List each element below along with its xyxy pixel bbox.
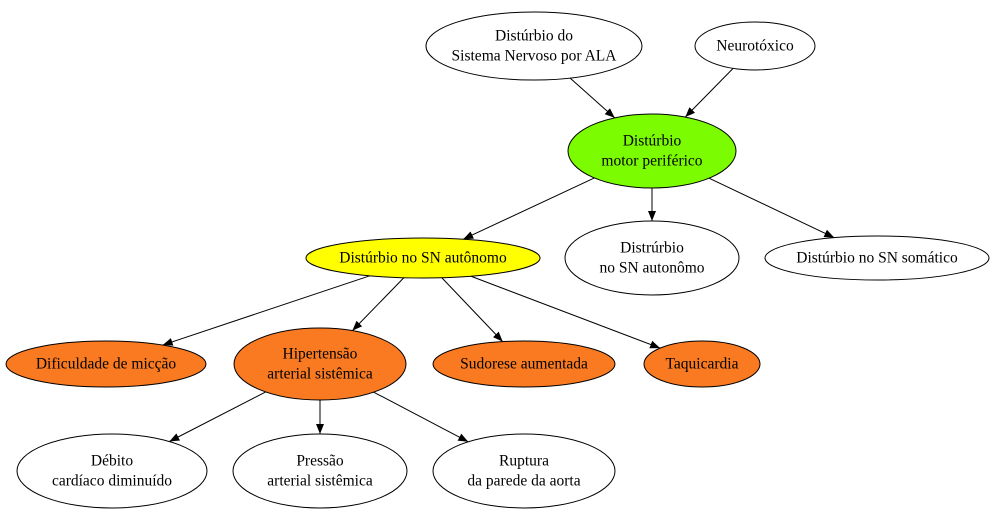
node-label: Sudorese aumentada [460, 356, 588, 373]
node-label: arterial sistêmica [267, 473, 373, 490]
node-label: Dificuldade de micção [36, 356, 177, 373]
node-shape [764, 235, 990, 281]
node-shape [643, 340, 761, 388]
node-neurotoxico: Neurotóxico [694, 21, 816, 71]
edge-neurotoxico-to-motor_periferico [684, 67, 734, 118]
edge-motor_periferico-to-sn_autonomo [462, 177, 595, 240]
node-debito: Débito cardíaco diminuído [16, 433, 208, 509]
edge-motor_periferico-to-sn_somatico [708, 177, 835, 239]
node-shape [232, 433, 408, 509]
node-hipertensao: Hipertensão arterial sistêmica [233, 327, 407, 401]
node-pressao: Pressão arterial sistêmica [232, 433, 408, 509]
edge-sn_autonomo-to-sudorese [441, 277, 504, 342]
node-shape [425, 11, 643, 81]
edge-hipertensao-to-ruptura [373, 391, 469, 443]
node-label: Débito [91, 453, 133, 470]
node-shape [432, 340, 616, 388]
node-label: Distúrbio [623, 133, 682, 150]
node-diff-miccao: Dificuldade de micção [5, 340, 207, 388]
node-distrurbio-autonomo: Distrúrbio no SN autonômo [564, 220, 740, 296]
node-label: Pressão [296, 453, 344, 470]
node-label: da parede da aorta [467, 473, 580, 490]
node-label: cardíaco diminuído [52, 473, 172, 490]
node-shape [432, 433, 616, 509]
edge-disturbio_ala-to-motor_periferico [569, 77, 616, 119]
node-sudorese: Sudorese aumentada [432, 340, 616, 388]
node-shape [305, 237, 541, 279]
node-shape [233, 327, 407, 401]
node-label: Distúrbio no SN autônomo [339, 250, 507, 267]
node-disturbio-ala: Distúrbio do Sistema Nervoso por ALA [425, 11, 643, 81]
edge-hipertensao-to-debito [169, 391, 266, 442]
edge-sn_autonomo-to-taquicardia [470, 275, 661, 349]
nodes-layer: Distúrbio do Sistema Nervoso por ALA Neuro… [5, 11, 990, 509]
edge-sn_autonomo-to-hipertensao [352, 277, 405, 332]
node-taquicardia: Taquicardia [643, 340, 761, 388]
node-label: Hipertensão [283, 346, 358, 363]
node-label: arterial sistêmica [267, 366, 373, 383]
node-sn-autonomo: Distúrbio no SN autônomo [305, 237, 541, 279]
node-label: Neurotóxico [716, 38, 794, 55]
edge-sn_autonomo-to-diff_miccao [162, 275, 370, 346]
node-label: motor periférico [601, 153, 702, 170]
node-shape [5, 340, 207, 388]
node-label: Distúrbio do [495, 28, 573, 45]
edges-layer [162, 67, 835, 443]
node-motor-periferico: Distúrbio motor periférico [567, 113, 737, 189]
node-label: no SN autonômo [599, 260, 704, 277]
node-label: Sistema Nervoso por ALA [452, 48, 618, 65]
node-sn-somatico: Distúrbio no SN somático [764, 235, 990, 281]
node-label: Taquicardia [666, 356, 739, 373]
node-shape [16, 433, 208, 509]
node-label: Distrúrbio [620, 240, 684, 257]
node-label: Ruptura [499, 453, 549, 470]
node-shape [564, 220, 740, 296]
node-shape [567, 113, 737, 189]
node-label: Distúrbio no SN somático [796, 250, 958, 267]
node-ruptura: Ruptura da parede da aorta [432, 433, 616, 509]
node-shape [694, 21, 816, 71]
